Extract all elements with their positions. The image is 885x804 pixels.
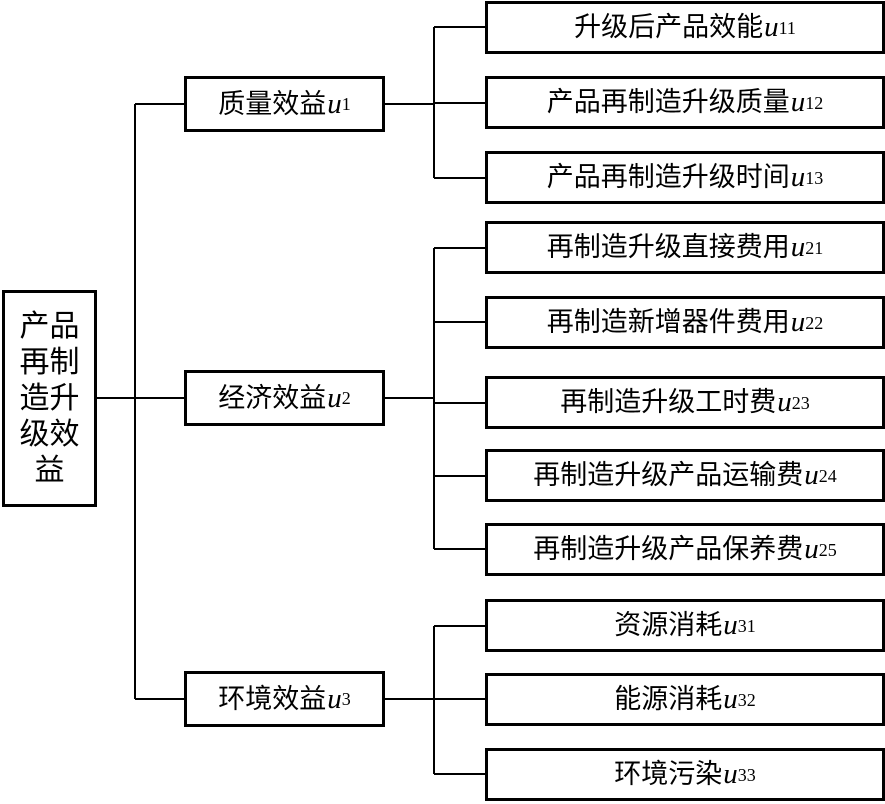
- root-label: 产品再制造升级效益: [19, 308, 80, 488]
- leaf-var: u: [790, 306, 806, 338]
- leaf-label: 再制造升级产品运输费: [533, 460, 804, 491]
- leaf-var: u: [723, 758, 738, 790]
- node-label: 环境效益: [218, 683, 327, 715]
- leaf-var: u: [723, 683, 738, 715]
- leaf-label: 再制造新增器件费用: [546, 307, 790, 338]
- leaf-var: u: [764, 11, 779, 43]
- leaf-var: u: [790, 231, 806, 263]
- leaf-var: u: [790, 161, 806, 193]
- leaf-label: 环境污染: [614, 759, 723, 790]
- leaf-label: 再制造升级直接费用: [546, 232, 790, 263]
- leaf-label: 再制造升级工时费: [560, 387, 777, 418]
- node-var: u: [327, 682, 342, 715]
- leaf-label: 升级后产品效能: [574, 12, 764, 43]
- leaf-label: 资源消耗: [614, 610, 723, 641]
- leaf-label: 再制造升级产品保养费: [533, 534, 804, 565]
- leaf-label: 能源消耗: [614, 684, 723, 715]
- root-node: 产品再制造升级效益: [2, 290, 97, 507]
- leaf-var: u: [804, 459, 819, 491]
- node-var: u: [327, 381, 342, 414]
- leaf-var: u: [723, 609, 738, 641]
- leaf-var: u: [804, 533, 819, 565]
- node-label: 经济效益: [218, 382, 327, 414]
- leaf-var: u: [777, 386, 792, 418]
- node-label: 质量效益: [218, 88, 327, 120]
- leaf-label: 产品再制造升级质量: [546, 87, 790, 118]
- node-var: u: [327, 87, 342, 120]
- leaf-var: u: [790, 86, 806, 118]
- leaf-label: 产品再制造升级时间: [546, 162, 790, 193]
